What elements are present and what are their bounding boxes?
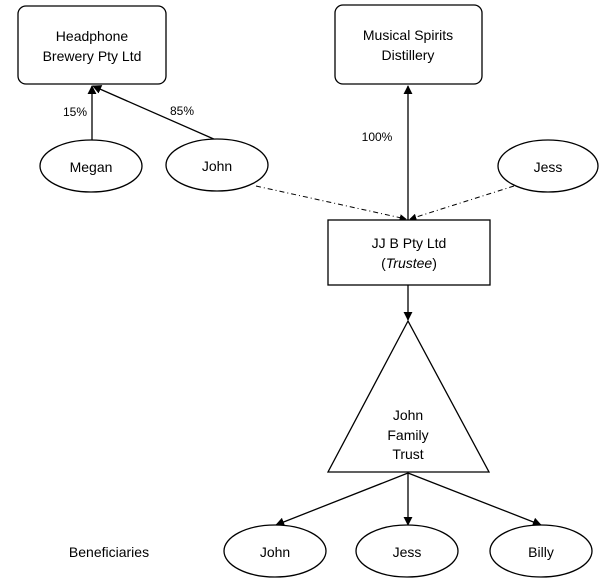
trust-line1: John bbox=[393, 407, 423, 423]
jjb-name: JJ B Pty Ltd bbox=[372, 235, 447, 251]
john-beneficiary-node: John bbox=[223, 524, 327, 578]
john-top-node: John bbox=[165, 138, 269, 192]
edge-trust-john bbox=[275, 472, 409, 527]
headphone-brewery-node: Headphone Brewery Pty Ltd bbox=[17, 5, 167, 85]
billy-beneficiary-node: Billy bbox=[489, 524, 593, 578]
headphone-brewery-line1: Headphone bbox=[56, 28, 129, 44]
jess-beneficiary-node: Jess bbox=[355, 524, 459, 578]
jjb-role: (Trustee) bbox=[381, 255, 437, 271]
megan-share-label: 15% bbox=[63, 105, 87, 119]
billy-beneficiary-label: Billy bbox=[528, 544, 554, 560]
jess-top-label: Jess bbox=[534, 159, 563, 175]
trust-line2: Family bbox=[387, 427, 428, 443]
megan-node: Megan bbox=[39, 139, 143, 193]
jjb-role-text: Trustee bbox=[386, 255, 433, 271]
musical-spirits-node: Musical Spirits Distillery bbox=[334, 4, 483, 85]
edge-john-headphone bbox=[92, 85, 217, 141]
jjb-role-paren-close: ) bbox=[432, 255, 437, 271]
headphone-brewery-line2: Brewery Pty Ltd bbox=[43, 48, 142, 64]
jess-beneficiary-label: Jess bbox=[393, 544, 422, 560]
trust-line3: Trust bbox=[392, 446, 423, 462]
edge-trust-billy bbox=[407, 472, 542, 527]
john-family-trust-node: John Family Trust bbox=[326, 319, 491, 473]
john-share-label: 85% bbox=[170, 104, 194, 118]
musical-spirits-line1: Musical Spirits bbox=[363, 27, 453, 43]
jess-top-node: Jess bbox=[497, 139, 599, 193]
jjb-trustee-node: JJ B Pty Ltd (Trustee) bbox=[327, 219, 491, 286]
megan-label: Megan bbox=[70, 159, 113, 175]
musical-spirits-line2: Distillery bbox=[382, 47, 435, 63]
edges bbox=[87, 85, 542, 527]
john-beneficiary-label: John bbox=[260, 544, 290, 560]
jjb-role-paren-open: ( bbox=[381, 255, 386, 271]
edge-john-jjb bbox=[255, 185, 407, 222]
edge-jess-jjb bbox=[409, 185, 515, 221]
beneficiaries-label: Beneficiaries bbox=[69, 544, 149, 560]
jjb-share-label: 100% bbox=[362, 130, 393, 144]
john-top-label: John bbox=[202, 158, 232, 174]
